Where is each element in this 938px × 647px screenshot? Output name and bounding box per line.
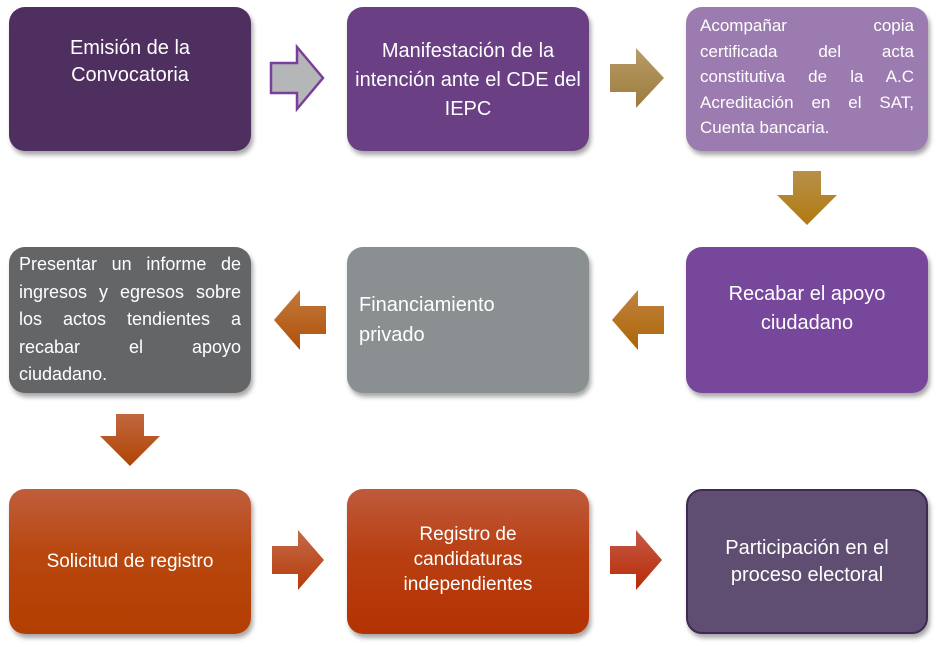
step-label: Financiamiento privado (359, 294, 495, 346)
step-presentar-informe: Presentar un informe de ingresos y egres… (9, 247, 251, 393)
step-label: Emisión de la Convocatoria (69, 37, 191, 86)
step-acompanar-copia: Acompañar copia certificada del acta con… (686, 7, 928, 151)
step-label: Manifestación de la intención ante el CD… (355, 40, 581, 120)
step-label: Presentar un informe de ingresos y egres… (19, 254, 241, 384)
arrow-down-icon (100, 414, 160, 466)
step-label: Participación en el proceso electoral (725, 537, 889, 586)
arrow-left-icon (612, 290, 664, 350)
step-label: Acompañar copia certificada del acta con… (700, 16, 914, 137)
step-emision-convocatoria: Emisión de la Convocatoria (9, 7, 251, 151)
step-financiamiento-privado: Financiamiento privado (347, 247, 589, 393)
arrow-right-icon (610, 530, 662, 590)
arrow-right-icon (610, 48, 664, 108)
step-manifestacion-intencion: Manifestación de la intención ante el CD… (347, 7, 589, 151)
step-label: Registro de candidaturas independientes (403, 524, 533, 595)
arrow-right-icon (269, 43, 325, 113)
arrow-down-icon (777, 171, 837, 225)
step-label: Recabar el apoyo ciudadano (728, 283, 886, 334)
step-registro-candidaturas: Registro de candidaturas independientes (347, 489, 589, 634)
arrow-right-icon (272, 530, 324, 590)
step-label: Solicitud de registro (46, 551, 214, 572)
step-participacion-proceso: Participación en el proceso electoral (686, 489, 928, 634)
step-solicitud-registro: Solicitud de registro (9, 489, 251, 634)
arrow-left-icon (274, 290, 326, 350)
step-recabar-apoyo: Recabar el apoyo ciudadano (686, 247, 928, 393)
